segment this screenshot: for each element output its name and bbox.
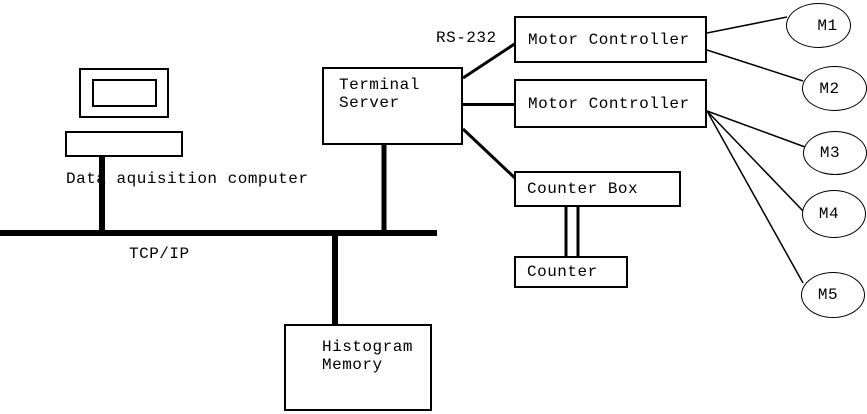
histogram-memory-label-line1: Histogram <box>322 338 413 356</box>
motor-m5-node: M5 <box>801 272 865 318</box>
motor-m3-label: M3 <box>819 144 841 162</box>
motor-controller-2-label: Motor Controller <box>528 94 690 113</box>
motor-m3-node: M3 <box>803 131 867 175</box>
motor-controller-2-node: Motor Controller <box>514 79 707 128</box>
motor-m2-label: M2 <box>819 79 840 98</box>
terminal-server-to-motor-controller-1-line <box>462 41 517 80</box>
motor-controller-2-to-m5-line <box>706 110 804 284</box>
rs232-link-label: RS-232 <box>436 29 497 47</box>
counter-box-node: Counter Box <box>514 171 681 207</box>
computer-caption: Data aquisition computer <box>66 170 309 188</box>
motor-controller-1-to-m2-line <box>706 49 804 82</box>
motor-m4-label: M4 <box>818 205 840 223</box>
terminal-server-to-counter-box-line <box>461 127 518 181</box>
motor-controller-1-to-m1-line <box>706 16 788 34</box>
histogram-memory-node: Histogram Memory <box>284 324 432 411</box>
computer-screen-icon <box>92 79 157 107</box>
motor-controller-2-to-m4-line <box>706 110 805 213</box>
motor-m2-node: M2 <box>802 66 867 111</box>
histogram-memory-label-line2: Memory <box>322 356 383 374</box>
motor-controller-1-node: Motor Controller <box>514 16 707 63</box>
motor-m1-label: M1 <box>817 16 838 35</box>
counter-label: Counter <box>527 263 598 281</box>
computer-keyboard-icon <box>65 131 183 157</box>
counter-node: Counter <box>514 256 628 288</box>
terminal-server-node: Terminal Server <box>322 67 463 145</box>
motor-controller-2-to-m3-line <box>706 110 806 148</box>
motor-controller-1-label: Motor Controller <box>528 30 690 49</box>
motor-m1-node: M1 <box>786 3 851 48</box>
tcpip-bus-label: TCP/IP <box>129 245 190 263</box>
terminal-server-label-line1: Terminal <box>339 76 420 94</box>
terminal-server-label-line2: Server <box>339 94 400 112</box>
counter-box-label: Counter Box <box>527 180 639 198</box>
motor-m4-node: M4 <box>802 190 866 238</box>
motor-m5-label: M5 <box>817 286 839 304</box>
